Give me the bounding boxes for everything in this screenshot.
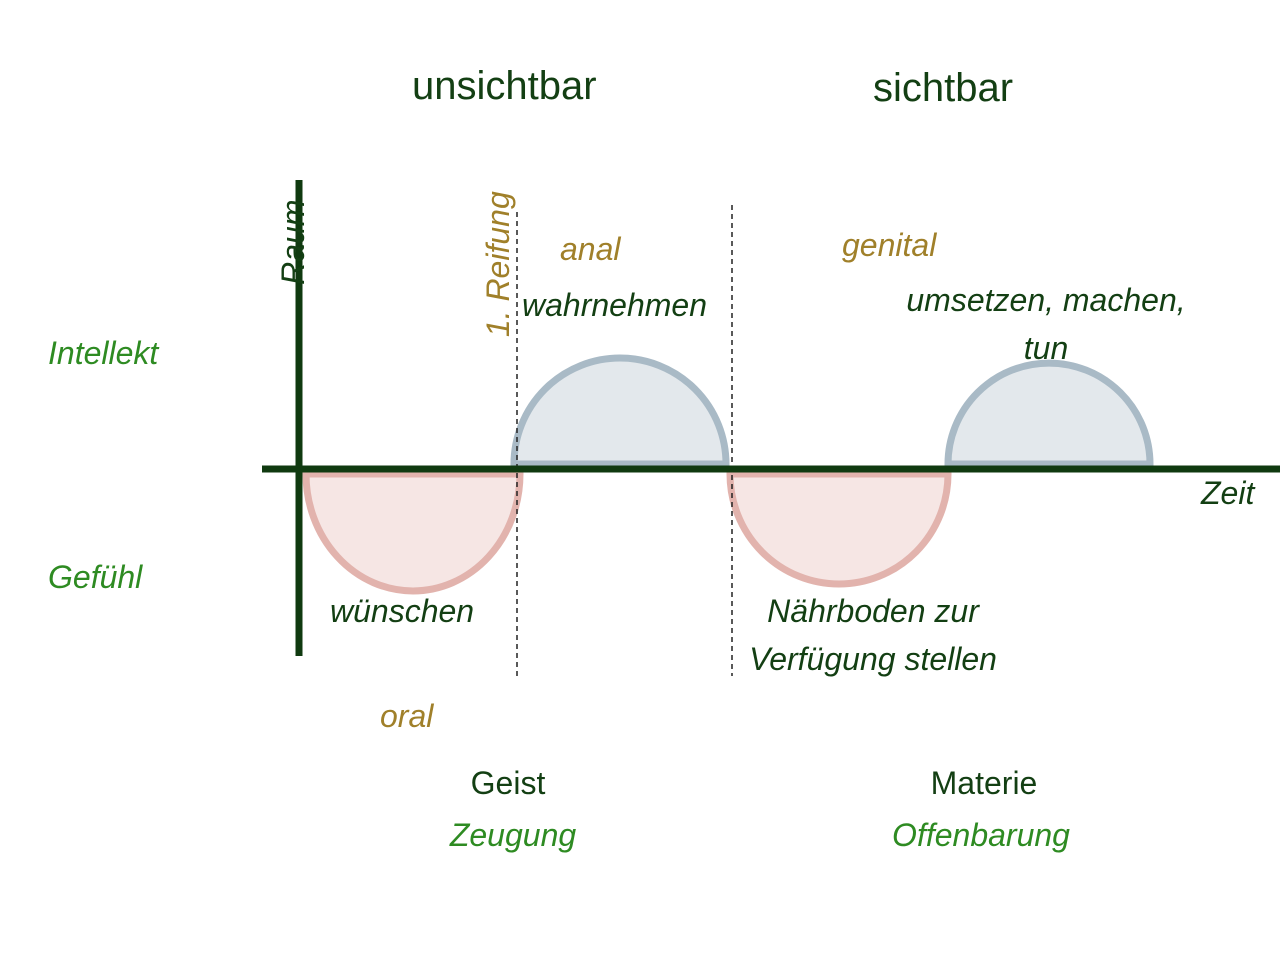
milestone-label: 1. Reifung <box>479 191 516 338</box>
axis-label-zeit: Zeit <box>1201 475 1255 511</box>
axis-label-raum: Raum <box>274 199 311 285</box>
lower-half-circle-2 <box>726 470 952 588</box>
upper-half-circle-1 <box>510 354 730 468</box>
footer-offenbarung: Offenbarung <box>892 817 1070 853</box>
stage-anal: anal <box>560 231 621 267</box>
stage-genital: genital <box>842 227 937 263</box>
action-wuenschen: wünschen <box>330 593 475 629</box>
header-sichtbar: sichtbar <box>873 66 1014 110</box>
upper-half-circle-2 <box>944 359 1154 468</box>
stage-oral: oral <box>380 698 434 734</box>
action-naehrboden-line2: Verfügung stellen <box>749 641 997 677</box>
lower-half-circle-1 <box>302 470 524 595</box>
action-umsetzen-line1: umsetzen, machen, <box>906 282 1186 318</box>
side-label-gefuehl: Gefühl <box>48 559 143 595</box>
side-label-intellekt: Intellekt <box>48 335 159 371</box>
header-unsichtbar: unsichtbar <box>412 64 597 108</box>
footer-zeugung: Zeugung <box>449 817 577 853</box>
action-naehrboden-line1: Nährboden zur <box>767 593 979 629</box>
footer-materie: Materie <box>930 765 1038 801</box>
action-wahrnehmen: wahrnehmen <box>522 287 707 323</box>
action-umsetzen-line2: tun <box>1023 330 1069 366</box>
footer-geist: Geist <box>470 765 546 801</box>
